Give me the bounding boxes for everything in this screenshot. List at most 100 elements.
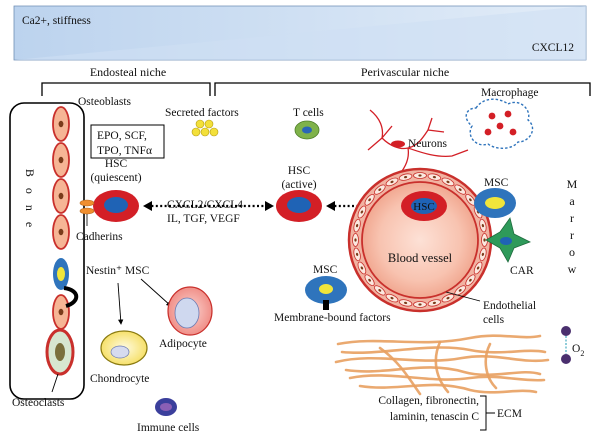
gradient-band: Ca2+, stiffness CXCL12 [13,5,587,61]
osteoclast-cell [45,328,75,393]
collagen-fiber [378,346,422,396]
collagen-fiber [358,383,538,394]
collagen-fiber [340,346,547,354]
collagen-fiber [344,366,542,377]
endothelial-cell [465,274,476,287]
membrane-bound-label: Membrane-bound factors [274,312,391,324]
endothelial-cell [364,193,375,206]
hsc-vessel-cell: HSC [401,191,447,221]
collagen-fiber [434,340,450,394]
marrow-letter: r [570,211,574,225]
collagen-fiber [484,342,498,390]
factors-line-2: TPO, TNFα [97,145,152,157]
dotted-arrow-left [143,201,274,211]
macrophage-cell: Macrophage [465,87,538,149]
adipocyte-cell: Adipocyte [159,286,213,350]
osteoblast-cell [52,142,70,178]
bone-label: B o n e [23,169,37,231]
cadherins-label: Cadherins [76,231,123,243]
endothelial-cell [398,173,413,181]
osteoblast-cell [52,214,70,250]
endothelial-cell [385,293,399,303]
endothelial-cell [385,177,399,187]
hsc-vessel-label: HSC [413,201,434,213]
ecm-list-line-1: Collagen, fibronectin, [378,395,479,407]
oxygen-molecule: O2 [561,326,584,364]
secreted-factor-dots [191,119,219,137]
msc-right-label: MSC [484,177,509,189]
osteoblast-cell [52,178,70,214]
hsc-active-title: HSC [288,165,311,177]
endothelial-cell [357,205,367,219]
msc-right-cell: MSC [474,177,516,218]
endothelial-cell [427,299,442,307]
endothelial-cell [454,184,467,195]
marrow-letter: M [567,177,578,191]
factors-box: EPO, SCF, TPO, TNFα [90,124,165,159]
collagen-fiber [334,354,550,364]
gradient-left-label: Ca2+, stiffness [22,15,91,27]
osteoblast-cell [52,294,70,330]
endothelial-cell [441,177,455,187]
blood-vessel-label: Blood vessel [388,251,453,265]
endothelial-cell [473,261,483,275]
neurons-label: Neurons [408,138,447,150]
endothelial-label-2: cells [483,314,505,326]
endothelial-cell [357,261,367,275]
collagen-fiber [348,374,546,382]
endothelial-cell [373,184,386,195]
endothelial-label-1: Endothelial [483,300,536,312]
osteoblast-chain [52,106,70,330]
endothelial-cell [413,172,427,179]
car-cell: CAR [485,217,534,277]
t-cell: T cells [293,107,324,140]
secreted-factors-label: Secreted factors [165,107,239,119]
osteoblast-cell [52,106,70,142]
ecm-collagen-fibers [334,334,550,396]
ecm-list-line-2: laminin, tenascin C [390,411,479,423]
endothelial-cell [353,247,361,262]
adipocyte-label: Adipocyte [159,338,207,350]
collagen-fiber [336,334,542,346]
factors-line-1: EPO, SCF, [97,130,147,142]
marrow-letter: w [568,262,577,276]
nestin-msc-cell [53,258,79,308]
hsc-quiescent-title: HSC [105,158,128,170]
ecm-bracket: Collagen, fibronectin, laminin, tenascin… [378,395,522,431]
endothelial-cell [352,233,359,247]
chondrocyte-label: Chondrocyte [90,373,149,385]
msc-left-label: MSC [313,264,338,276]
car-label: CAR [510,265,534,277]
immune-cell: Immune cells [137,398,200,434]
chemokines-line-2: IL, TGF, VEGF [167,213,240,225]
perivascular-niche-label: Perivascular niche [361,65,449,79]
marrow-letter: o [569,245,575,259]
immune-cells-label: Immune cells [137,422,200,434]
endothelial-cell [398,299,413,307]
endothelial-cell [364,274,375,287]
endothelial-cell [353,218,361,233]
hsc-active-subtitle: (active) [281,179,316,191]
osteoblasts-label: Osteoblasts [78,96,132,108]
osteoclasts-label: Osteoclasts [12,397,65,409]
msc-left-cell: MSC Membrane-bound factors [274,264,391,324]
endothelial-cell [373,285,386,296]
endosteal-niche-label: Endosteal niche [90,65,166,79]
o2-letter: O [572,343,580,355]
o2-label: O2 [572,343,584,358]
o2-subscript: 2 [580,349,584,358]
t-cells-label: T cells [293,107,324,119]
nestin-msc-label: Nestin⁺ MSC [86,265,150,277]
endothelial-cell [479,218,487,233]
endothelial-ring [352,172,488,308]
macrophage-label: Macrophage [481,87,538,99]
endothelial-cell [413,301,427,308]
endothelial-cell [427,173,442,181]
chondrocyte-cell: Chondrocyte [90,330,149,385]
gradient-right-label: CXCL12 [532,42,574,54]
cadherins: Cadherins [76,199,123,243]
hsc-active-cell: HSC (active) [276,165,322,222]
